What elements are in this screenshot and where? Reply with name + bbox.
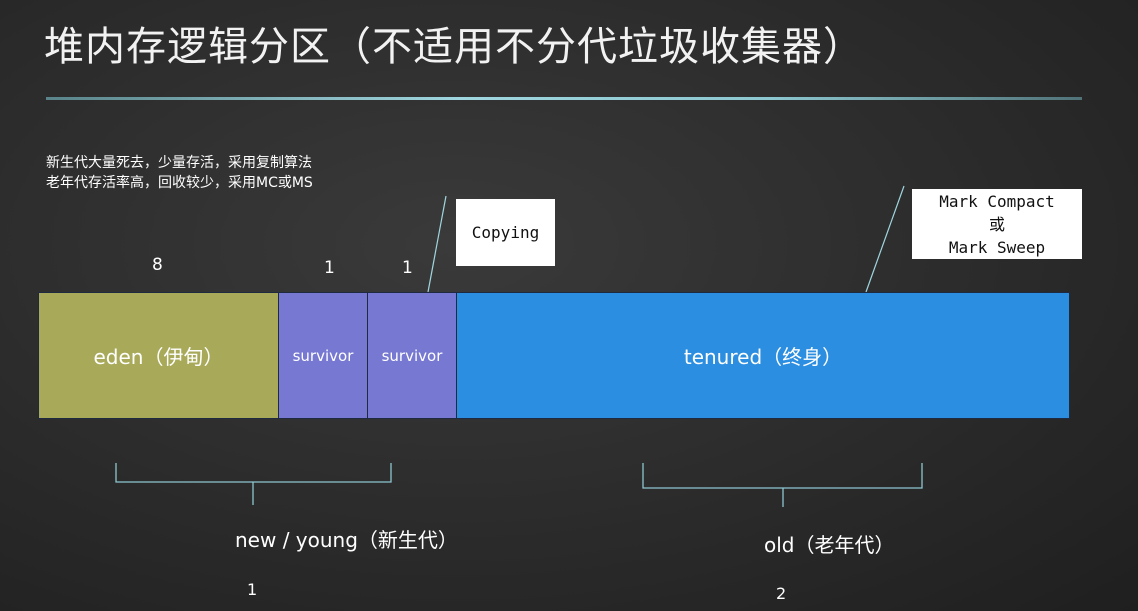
tenured-region: tenured（终身） bbox=[456, 292, 1070, 419]
tenured-label: tenured（终身） bbox=[683, 345, 843, 369]
mark-compact-callout: Mark Compact 或 Mark Sweep bbox=[912, 189, 1082, 259]
young-brace bbox=[115, 463, 392, 505]
note-young-gen: 新生代大量死去，少量存活，采用复制算法 bbox=[46, 155, 312, 171]
young-gen-ratio: 1 bbox=[247, 580, 258, 599]
ratio-survivor-2: 1 bbox=[402, 258, 413, 278]
copying-label: Copying bbox=[471, 223, 540, 242]
mark-compact-label: Mark Compact bbox=[939, 192, 1055, 211]
old-gen-label: old（老年代） bbox=[764, 533, 895, 557]
young-gen-label: new / young（新生代） bbox=[235, 528, 458, 552]
survivor-region-1: survivor bbox=[278, 292, 368, 419]
old-gen-ratio: 2 bbox=[776, 584, 787, 603]
or-label: 或 bbox=[988, 215, 1005, 234]
ratio-eden: 8 bbox=[152, 255, 163, 275]
note-old-gen: 老年代存活率高，回收较少，采用MC或MS bbox=[46, 175, 313, 191]
mark-compact-pointer-line bbox=[865, 185, 905, 293]
survivor-2-label: survivor bbox=[381, 346, 443, 365]
old-brace bbox=[642, 463, 923, 507]
survivor-region-2: survivor bbox=[367, 292, 457, 419]
survivor-1-label: survivor bbox=[292, 346, 354, 365]
copying-pointer-line bbox=[427, 195, 447, 293]
copying-callout: Copying bbox=[456, 199, 555, 266]
ratio-survivor-1: 1 bbox=[324, 258, 335, 278]
eden-label: eden（伊甸） bbox=[93, 345, 224, 369]
title-underline bbox=[46, 97, 1082, 100]
slide-title: 堆内存逻辑分区（不适用不分代垃圾收集器） bbox=[44, 24, 864, 70]
eden-region: eden（伊甸） bbox=[38, 292, 279, 419]
mark-sweep-label: Mark Sweep bbox=[948, 238, 1046, 257]
